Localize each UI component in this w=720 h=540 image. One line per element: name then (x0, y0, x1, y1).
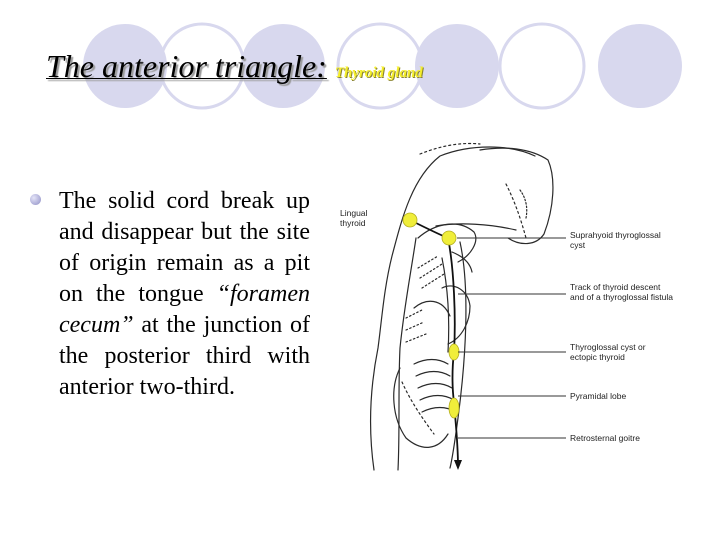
deco-circle (83, 24, 167, 108)
bullet-item: The solid cord break up and disappear bu… (30, 186, 310, 403)
head-neck-outline (369, 142, 554, 471)
thyroid-descent-diagram: Lingual thyroid Suprahyoid thyroglossal … (340, 142, 673, 471)
bullet-text: The solid cord break up and disappear bu… (59, 186, 310, 403)
deco-circle (598, 24, 682, 108)
suprahyoid-cyst-marker (441, 230, 457, 246)
label-lingual-thyroid-2: thyroid (340, 218, 366, 228)
deco-circle (241, 24, 325, 108)
bullet-text-part1: The solid cord break up and disappear bu… (59, 188, 310, 307)
bullet-text-part2: at the junction of the posterior third w… (59, 312, 310, 400)
thyroglossal-cyst-marker (448, 343, 460, 361)
label-retrosternal-goitre: Retrosternal goitre (570, 433, 640, 443)
label-ectopic-thyroid-2: ectopic thyroid (570, 352, 625, 362)
label-ectopic-thyroid: Thyroglossal cyst or (570, 342, 646, 352)
slide-title: The anterior triangle: Thyroid gland (46, 48, 423, 85)
label-descent-track: Track of thyroid descent (570, 282, 661, 292)
bullet-term: “foramen cecum” (59, 281, 310, 338)
label-suprahyoid-cyst: Suprahyoid thyroglossal (570, 230, 661, 240)
pyramidal-lobe-marker (448, 397, 460, 419)
label-descent-track-2: and of a thyroglossal fistula (570, 292, 673, 302)
label-suprahyoid-cyst-2: cyst (570, 240, 586, 250)
lingual-thyroid-marker (402, 212, 418, 228)
decorative-circles (83, 22, 682, 110)
label-lingual-thyroid: Lingual (340, 208, 368, 218)
bullet-icon (30, 194, 41, 205)
deco-circle (498, 22, 586, 110)
title-main: The anterior triangle: (46, 48, 327, 84)
title-subtitle: Thyroid gland (334, 65, 423, 81)
track-arrowhead (454, 460, 462, 470)
label-pyramidal-lobe: Pyramidal lobe (570, 391, 626, 401)
leader-lines (457, 237, 566, 439)
deco-circle (415, 24, 499, 108)
